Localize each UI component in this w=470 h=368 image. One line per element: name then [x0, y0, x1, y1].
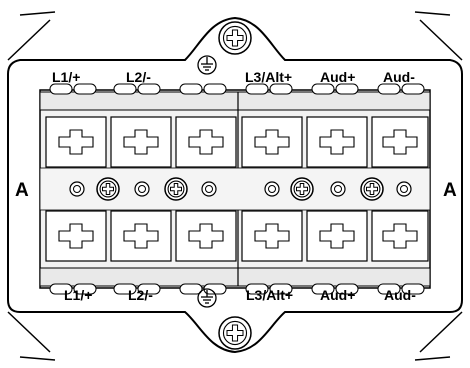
top-label-l1: L1/+: [52, 69, 80, 85]
plus-slot-icon: [319, 223, 355, 249]
mounting-screws: [218, 21, 252, 350]
bottom-label-l1: L1/+: [64, 287, 92, 303]
plus-slot-icon: [319, 129, 355, 155]
plus-slot-icon: [188, 223, 224, 249]
plus-slot-icon: [58, 129, 94, 155]
mounting-screw-icon: [218, 21, 252, 55]
plus-slot-icon: [254, 223, 290, 249]
top-label-l2: L2/-: [126, 69, 151, 85]
plus-slot-icon: [123, 223, 159, 249]
plus-slot-icon: [382, 223, 418, 249]
screw-icon: [290, 177, 314, 201]
terminal-top-5: [306, 116, 368, 168]
screw-icon: [164, 177, 188, 201]
plus-slot-icon: [123, 129, 159, 155]
bottom-label-l3: L3/Alt+: [246, 287, 293, 303]
ground-icon: [197, 55, 217, 75]
top-label-aud-minus: Aud-: [383, 69, 415, 85]
plus-slot-icon: [254, 129, 290, 155]
corner-lines: [7, 11, 463, 361]
bottom-terminal-blocks: [45, 210, 429, 262]
side-label-right: A: [443, 180, 457, 201]
top-label-aud-plus: Aud+: [320, 69, 355, 85]
terminal-screw-slots: [58, 129, 418, 249]
plus-slot-icon: [58, 223, 94, 249]
top-capsules: [49, 83, 425, 95]
bottom-label-l2: L2/-: [128, 287, 153, 303]
top-label-l3: L3/Alt+: [245, 69, 292, 85]
bottom-label-aud-plus: Aud+: [320, 287, 355, 303]
side-label-left: A: [15, 180, 29, 201]
bottom-label-aud-minus: Aud-: [384, 287, 416, 303]
top-rail: [39, 91, 431, 111]
bottom-rail: [39, 267, 431, 287]
middle-band-hardware: [69, 181, 412, 197]
terminal-bottom-6: [371, 210, 429, 262]
ground-icon: [197, 288, 217, 308]
mounting-screw-icon: [218, 316, 252, 350]
plus-slot-icon: [382, 129, 418, 155]
middle-band-screws: [96, 177, 384, 201]
bottom-capsules: [49, 283, 425, 295]
screw-icon: [96, 177, 120, 201]
screw-icon: [360, 177, 384, 201]
plus-slot-icon: [188, 129, 224, 155]
